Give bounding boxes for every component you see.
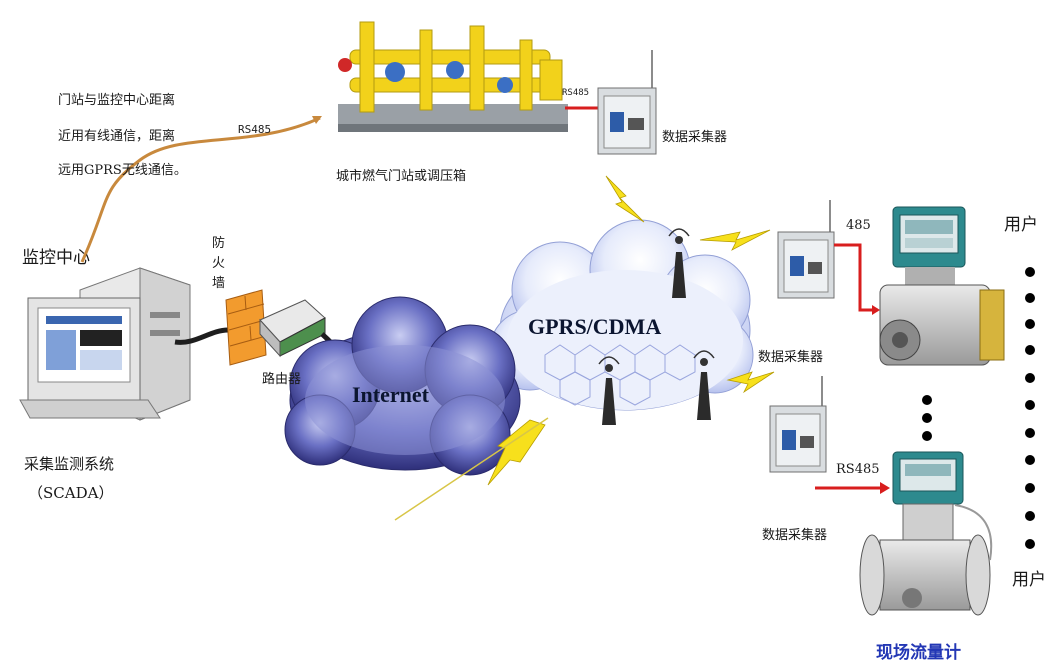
ellipsis-dots-mid <box>922 395 932 441</box>
data-collector-mid-icon <box>777 200 835 299</box>
ellipsis-dots-right <box>1025 267 1035 549</box>
flow-meter-bottom-icon <box>859 451 993 616</box>
computer-icon <box>19 267 191 421</box>
antenna-right-icon <box>693 350 715 420</box>
gprs-cdma-label: GPRS/CDMA <box>528 314 662 339</box>
internet-cloud-icon <box>284 296 521 476</box>
rs485-top-label: RS485 <box>562 88 590 98</box>
scada-label-line-1: 采集监测系统 <box>24 455 115 473</box>
firewall-icon <box>225 289 267 366</box>
rs485-bottom-label: RS485 <box>836 462 880 477</box>
note-line-2: 近用有线通信，距离 <box>58 129 176 144</box>
note-line-3: 远用GPRS无线通信。 <box>58 163 187 178</box>
collector-mid-label: 数据采集器 <box>758 350 824 365</box>
user-top-label: 用户 <box>1004 215 1038 235</box>
antenna-left-icon <box>598 356 620 425</box>
monitor-center-label: 监控中心 <box>22 248 90 268</box>
rs485-orange-label: RS485 <box>238 123 272 136</box>
gate-station-icon <box>338 21 568 132</box>
firewall-label: 防火墙 <box>212 236 226 291</box>
lightning-bolts <box>487 175 775 486</box>
user-bottom-label: 用户 <box>1012 570 1046 590</box>
antenna-top-icon <box>668 228 690 298</box>
rs485-mid-label: 485 <box>846 218 871 233</box>
note-line-1: 门站与监控中心距离 <box>58 93 176 108</box>
internet-label: Internet <box>352 382 429 407</box>
scada-label-line-2: （SCADA） <box>28 484 114 502</box>
data-collector-top-icon <box>597 50 657 155</box>
data-collector-bottom-icon <box>769 376 827 473</box>
gate-station-label: 城市燃气门站或调压箱 <box>336 169 467 184</box>
orange-wire-link <box>80 116 321 263</box>
collector-bottom-label: 数据采集器 <box>762 528 828 543</box>
flow-meter-top-icon <box>879 206 1005 366</box>
collector-top-label: 数据采集器 <box>662 130 728 145</box>
router-icon <box>259 299 326 358</box>
router-label: 路由器 <box>262 372 302 387</box>
flow-meter-label: 现场流量计 <box>876 643 961 663</box>
